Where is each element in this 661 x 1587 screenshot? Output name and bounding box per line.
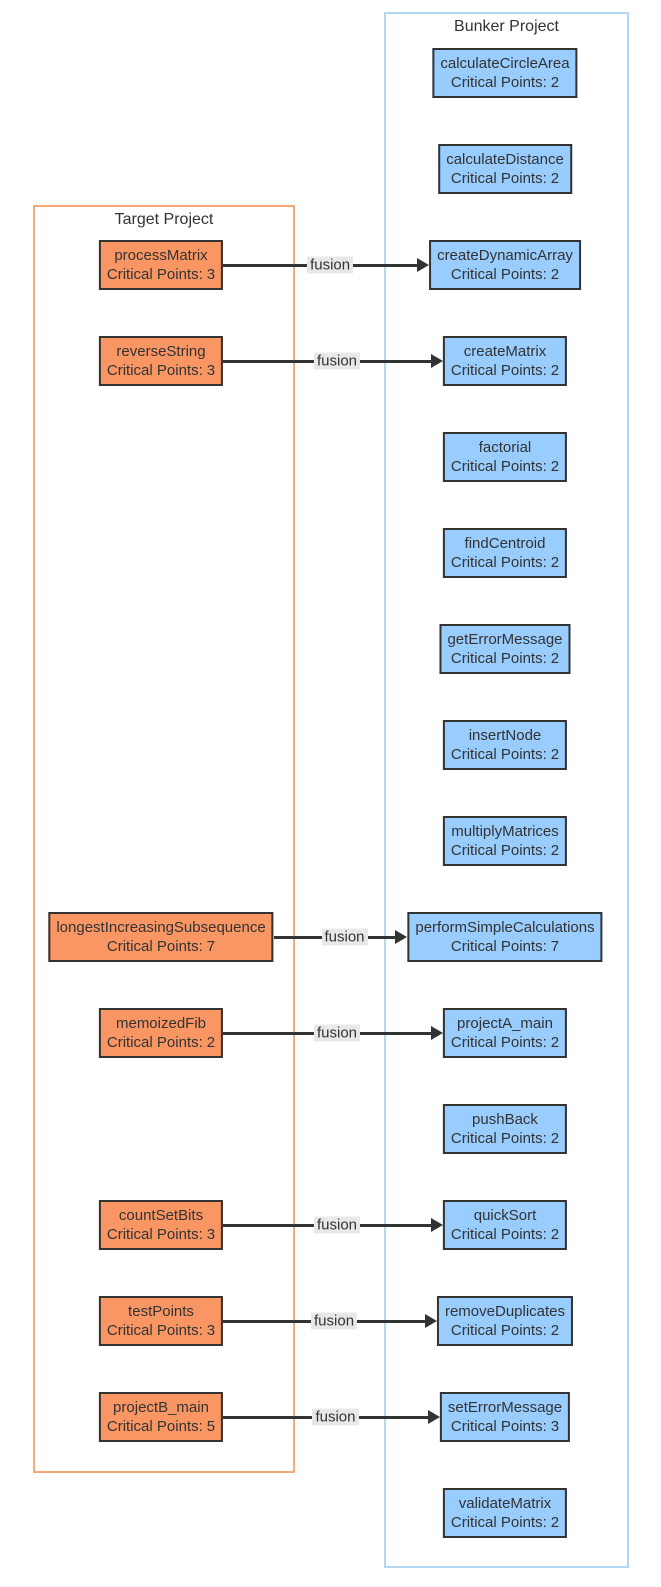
fusion-label: fusion <box>313 352 361 370</box>
node-label: getErrorMessage <box>447 631 563 648</box>
node-projectB_main: projectB_main Critical Points:5 <box>98 1392 224 1442</box>
node-label: projectB_main <box>113 1399 209 1416</box>
node-label: memoizedFib <box>115 1015 207 1032</box>
critical-points-label: Critical Points:7 <box>106 938 216 955</box>
node-performSimpleCalculations: performSimpleCalculations Critical Point… <box>407 912 603 962</box>
node-label: testPoints <box>128 1303 194 1320</box>
node-label: reverseString <box>116 343 206 360</box>
arrowhead-icon <box>430 1218 443 1232</box>
arrowhead-icon <box>417 258 430 272</box>
node-label: createDynamicArray <box>437 247 573 264</box>
node-createMatrix: createMatrix Critical Points:2 <box>442 336 568 386</box>
node-removeDuplicates: removeDuplicates Critical Points:2 <box>436 1296 574 1346</box>
node-quickSort: quickSort Critical Points:2 <box>442 1200 568 1250</box>
node-label: createMatrix <box>463 343 547 360</box>
node-label: projectA_main <box>457 1015 553 1032</box>
node-countSetBits: countSetBits Critical Points:3 <box>98 1200 224 1250</box>
target-project-title: Target Project <box>114 211 214 228</box>
node-projectA_main: projectA_main Critical Points:2 <box>442 1008 568 1058</box>
critical-points-label: Critical Points:5 <box>106 1418 216 1435</box>
node-longestIncreasingSubsequence: longestIncreasingSubsequence Critical Po… <box>48 912 274 962</box>
node-setErrorMessage: setErrorMessage Critical Points:3 <box>439 1392 571 1442</box>
node-label: insertNode <box>468 727 542 744</box>
critical-points-label: Critical Points:2 <box>450 1514 560 1531</box>
target-project-container: Target Project <box>33 205 295 1473</box>
node-label: multiplyMatrices <box>451 823 559 840</box>
node-label: pushBack <box>472 1111 538 1128</box>
fusion-label: fusion <box>313 1024 361 1042</box>
node-multiplyMatrices: multiplyMatrices Critical Points:2 <box>442 816 568 866</box>
node-insertNode: insertNode Critical Points:2 <box>442 720 568 770</box>
critical-points-label: Critical Points:2 <box>450 458 560 475</box>
critical-points-label: Critical Points:2 <box>450 554 560 571</box>
node-memoizedFib: memoizedFib Critical Points:2 <box>98 1008 224 1058</box>
node-label: calculateCircleArea <box>440 55 570 72</box>
node-pushBack: pushBack Critical Points:2 <box>442 1104 568 1154</box>
bunker-project-title: Bunker Project <box>454 18 559 35</box>
critical-points-label: Critical Points:2 <box>450 650 560 667</box>
arrowhead-icon <box>430 1026 443 1040</box>
critical-points-label: Critical Points:3 <box>106 1322 216 1339</box>
critical-points-label: Critical Points:2 <box>450 746 560 763</box>
critical-points-label: Critical Points:2 <box>450 362 560 379</box>
critical-points-label: Critical Points:3 <box>106 1226 216 1243</box>
arrowhead-icon <box>430 354 443 368</box>
node-label: calculateDistance <box>446 151 564 168</box>
critical-points-label: Critical Points:2 <box>450 1034 560 1051</box>
node-validateMatrix: validateMatrix Critical Points:2 <box>442 1488 568 1538</box>
critical-points-label: Critical Points:2 <box>450 266 560 283</box>
critical-points-label: Critical Points:3 <box>106 266 216 283</box>
fusion-label: fusion <box>307 256 354 274</box>
node-calculateDistance: calculateDistance Critical Points:2 <box>438 144 572 194</box>
node-label: validateMatrix <box>458 1495 552 1512</box>
node-label: removeDuplicates <box>444 1303 566 1320</box>
fusion-label: fusion <box>313 1216 361 1234</box>
node-label: longestIncreasingSubsequence <box>56 919 266 936</box>
node-label: findCentroid <box>464 535 546 552</box>
node-factorial: factorial Critical Points:2 <box>442 432 568 482</box>
fusion-label: fusion <box>321 928 368 946</box>
node-findCentroid: findCentroid Critical Points:2 <box>442 528 568 578</box>
node-testPoints: testPoints Critical Points:3 <box>98 1296 224 1346</box>
critical-points-label: Critical Points:2 <box>450 1226 560 1243</box>
node-label: countSetBits <box>118 1207 204 1224</box>
critical-points-label: Critical Points:2 <box>450 170 560 187</box>
fusion-label: fusion <box>312 1408 359 1426</box>
node-calculateCircleArea: calculateCircleArea Critical Points:2 <box>432 48 578 98</box>
arrowhead-icon <box>424 1314 437 1328</box>
node-createDynamicArray: createDynamicArray Critical Points:2 <box>429 240 581 290</box>
node-label: processMatrix <box>114 247 208 264</box>
node-label: factorial <box>478 439 532 456</box>
critical-points-label: Critical Points:2 <box>450 842 560 859</box>
arrowhead-icon <box>395 930 408 944</box>
node-reverseString: reverseString Critical Points:3 <box>98 336 224 386</box>
critical-points-label: Critical Points:2 <box>106 1034 216 1051</box>
node-label: quickSort <box>473 1207 537 1224</box>
critical-points-label: Critical Points:2 <box>450 1130 560 1147</box>
node-label: performSimpleCalculations <box>415 919 595 936</box>
critical-points-label: Critical Points:2 <box>450 74 560 91</box>
node-label: setErrorMessage <box>447 1399 563 1416</box>
critical-points-label: Critical Points:2 <box>450 1322 560 1339</box>
node-processMatrix: processMatrix Critical Points:3 <box>98 240 224 290</box>
fusion-label: fusion <box>311 1312 358 1330</box>
critical-points-label: Critical Points:3 <box>450 1418 560 1435</box>
node-getErrorMessage: getErrorMessage Critical Points:2 <box>439 624 571 674</box>
arrowhead-icon <box>427 1410 440 1424</box>
critical-points-label: Critical Points:7 <box>450 938 560 955</box>
critical-points-label: Critical Points:3 <box>106 362 216 379</box>
